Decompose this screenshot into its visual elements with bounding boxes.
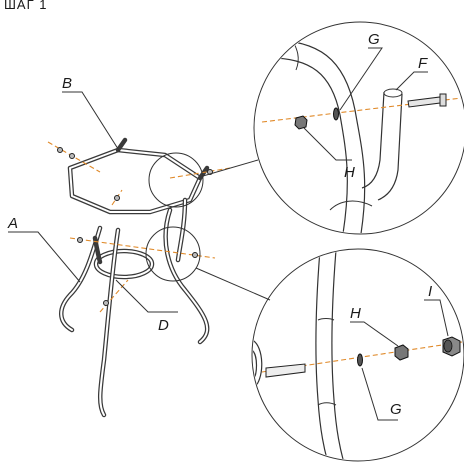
part-d-ring xyxy=(93,248,155,280)
label-i: I xyxy=(428,283,432,300)
label-d: D xyxy=(158,317,169,334)
label-g-lower: G xyxy=(390,401,402,418)
detail-view-upper: G F H xyxy=(253,21,464,235)
detail-connector-upper xyxy=(202,159,259,177)
step-heading: ШАГ 1 xyxy=(4,0,47,12)
main-labels: B A D xyxy=(7,75,178,334)
label-b: B xyxy=(62,75,72,92)
label-g-upper: G xyxy=(368,31,380,48)
detail-marker-upper xyxy=(148,152,204,208)
part-h-nut-upper xyxy=(294,115,308,130)
part-h-nut-lower xyxy=(394,344,409,361)
part-g-washer-lower xyxy=(357,353,363,367)
part-g-washer-upper xyxy=(333,107,339,121)
part-i-cap-nut xyxy=(442,336,461,357)
part-f-bolt xyxy=(407,93,447,108)
label-a: A xyxy=(7,215,18,232)
part-a-legs xyxy=(59,197,210,418)
detail-connector-lower xyxy=(195,267,271,301)
label-h-lower: H xyxy=(350,305,361,322)
fastener-axes xyxy=(47,141,231,313)
detail-view-lower: H I G xyxy=(251,248,464,462)
part-b-frame xyxy=(67,137,210,215)
stand-assembly xyxy=(47,137,271,418)
label-f: F xyxy=(418,55,428,72)
detail-marker-lower xyxy=(145,226,201,282)
label-h-upper: H xyxy=(344,164,355,181)
